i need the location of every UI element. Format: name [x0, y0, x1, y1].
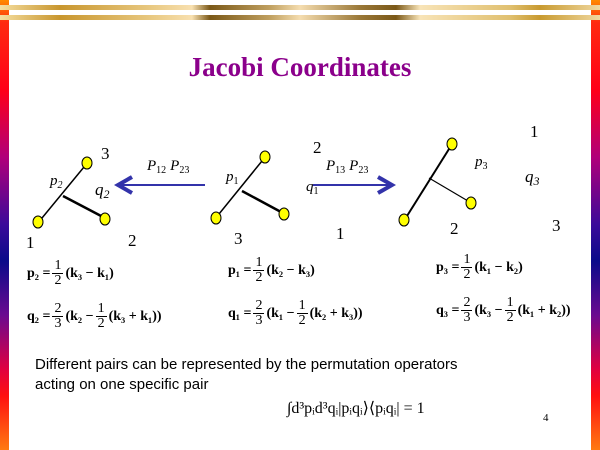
particle-node — [99, 212, 111, 226]
svg-text:q1: q1 — [306, 179, 319, 197]
q-bond — [62, 194, 104, 219]
label-bottom-right: 2 — [128, 231, 137, 250]
top-rule-1 — [0, 5, 600, 10]
diagram-middle: 2 3 1 p1 q1 — [210, 138, 345, 248]
top-rule-2 — [0, 15, 600, 20]
particle-node — [446, 137, 458, 151]
particle-node — [210, 211, 222, 225]
completeness-relation: ∫d³pᵢd³qᵢ|pᵢqᵢ⟩⟨pᵢqᵢ| = 1 — [287, 400, 425, 417]
label-bottom-right: 3 — [552, 216, 561, 235]
right-gradient-bar — [591, 0, 600, 450]
body-line: acting on one specific pair — [35, 376, 209, 393]
particle-node — [32, 215, 44, 229]
particle-node — [398, 213, 410, 227]
svg-text:p3: p3 — [474, 154, 488, 172]
diagram-left: 3 1 2 p2 q2 — [26, 144, 137, 252]
particle-node — [465, 196, 477, 210]
svg-text:p1: p1 — [225, 169, 239, 187]
particle-node — [81, 156, 93, 170]
svg-text:q2: q2 — [95, 180, 110, 201]
svg-text:q3: q3 — [525, 167, 540, 188]
page-number: 4 — [543, 412, 549, 424]
slide-title: Jacobi Coordinates — [188, 52, 412, 82]
label-bottom-left: 3 — [234, 229, 243, 248]
label-bottom-left: 1 — [26, 233, 35, 252]
label-top: 1 — [530, 122, 539, 141]
diagram-right: 1 2 3 p3 q3 — [398, 122, 561, 238]
particle-node — [278, 207, 290, 221]
left-gradient-bar — [0, 0, 9, 450]
label-top: 3 — [101, 144, 110, 163]
particle-node — [259, 150, 271, 164]
body-line: Different pairs can be represented by th… — [35, 356, 458, 373]
svg-text:p2: p2 — [49, 173, 63, 191]
body-text: Different pairs can be represented by th… — [35, 355, 457, 395]
label-bottom-right: 1 — [336, 224, 345, 243]
p-bond — [41, 166, 85, 219]
label-top: 2 — [313, 138, 322, 157]
label-bottom-left: 2 — [450, 219, 459, 238]
